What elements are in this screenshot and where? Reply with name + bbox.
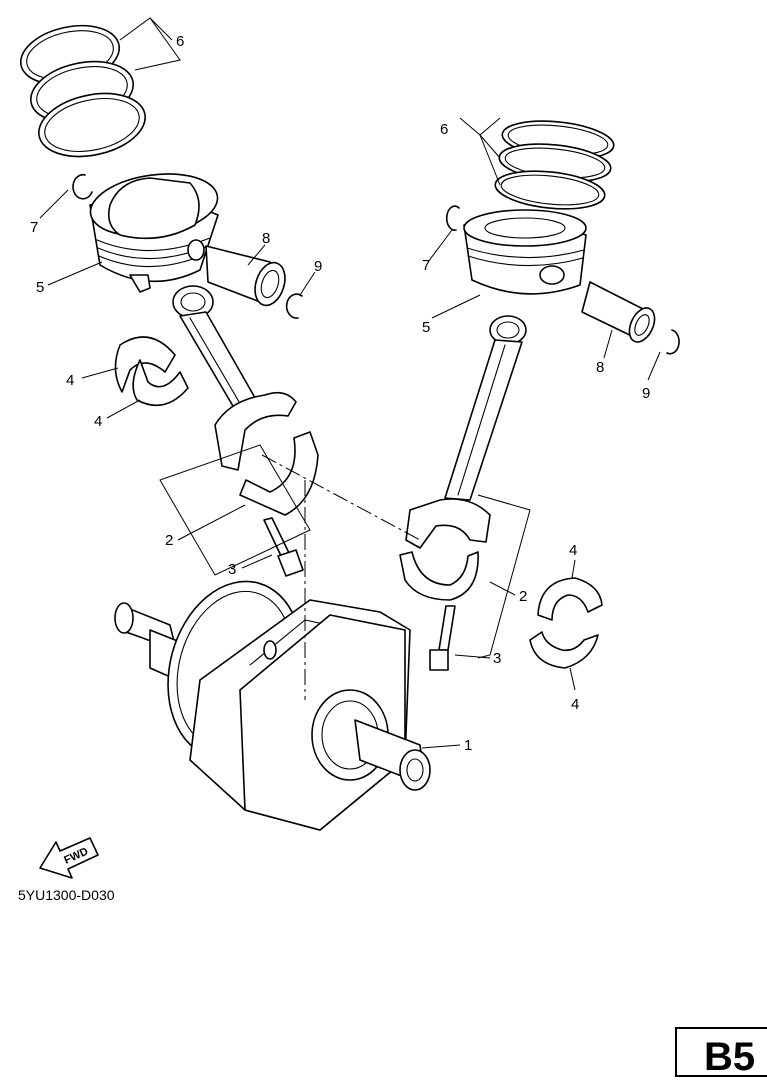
piston-pin-left bbox=[205, 245, 286, 307]
big-end-bearing-right bbox=[529, 577, 603, 669]
piston-right bbox=[463, 209, 587, 295]
callout-piston-right: 5 bbox=[422, 319, 430, 336]
bearing-cap-right bbox=[399, 551, 479, 601]
circlip-left bbox=[72, 173, 93, 200]
forward-arrow-icon: FWD bbox=[39, 837, 99, 879]
pin-clip-left bbox=[285, 293, 303, 319]
callout-crankshaft: 1 bbox=[464, 737, 472, 754]
callout-piston-ring-set-left: 6 bbox=[176, 33, 184, 50]
connecting-rod-right bbox=[405, 315, 527, 549]
callout-pin-clip-right: 9 bbox=[642, 385, 650, 402]
callout-bearing-cap-left: 2 bbox=[165, 532, 173, 549]
centerline-cross bbox=[261, 454, 421, 541]
callout-circlip-right: 7 bbox=[422, 257, 430, 274]
page-label-box: B5 bbox=[675, 1027, 767, 1079]
big-end-bearing-left bbox=[114, 336, 189, 407]
callout-big-end-bearing-right-lower: 4 bbox=[571, 696, 579, 713]
callout-big-end-bearing-left-lower: 4 bbox=[94, 413, 102, 430]
callout-piston-left: 5 bbox=[36, 279, 44, 296]
piston-pin-right bbox=[581, 281, 656, 343]
piston-ring-set-left bbox=[19, 24, 146, 158]
cap-bolt-left bbox=[263, 517, 304, 577]
callout-cap-bolt-left: 3 bbox=[228, 561, 236, 578]
callout-circlip-left: 7 bbox=[30, 219, 38, 236]
callout-piston-ring-set-right: 6 bbox=[440, 121, 448, 138]
leader-lines bbox=[39, 17, 661, 749]
connecting-rod-left bbox=[172, 285, 297, 471]
callout-bearing-cap-right: 2 bbox=[519, 588, 527, 605]
callout-piston-pin-left: 8 bbox=[262, 230, 270, 247]
bearing-cap-left bbox=[239, 431, 319, 516]
crankshaft bbox=[114, 580, 431, 831]
callout-pin-clip-left: 9 bbox=[314, 258, 322, 275]
drawing-code: 5YU1300-D030 bbox=[18, 887, 115, 903]
callout-piston-pin-right: 8 bbox=[596, 359, 604, 376]
callout-cap-bolt-right: 3 bbox=[493, 650, 501, 667]
pin-clip-right bbox=[666, 329, 680, 355]
callout-big-end-bearing-left-upper: 4 bbox=[66, 372, 74, 389]
piston-ring-set-right bbox=[494, 120, 615, 210]
piston-left bbox=[89, 173, 219, 293]
circlip-right bbox=[445, 205, 460, 231]
cap-bolt-right bbox=[429, 605, 456, 671]
page-label: B5 bbox=[704, 1035, 755, 1079]
callout-big-end-bearing-right-upper: 4 bbox=[569, 542, 577, 559]
